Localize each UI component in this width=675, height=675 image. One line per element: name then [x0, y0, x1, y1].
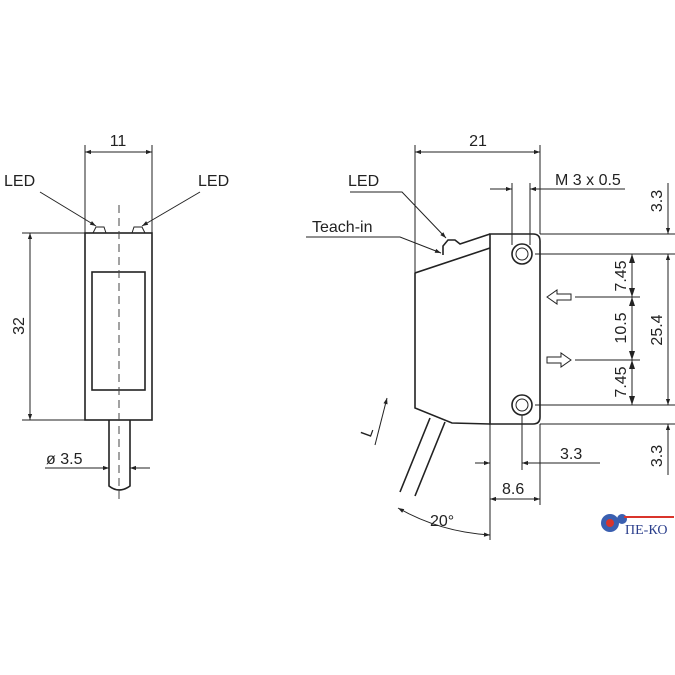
led-right-marker — [131, 226, 146, 234]
thread-dimension: M 3 x 0.5 — [555, 172, 621, 189]
emitter-arrow-icon — [546, 289, 572, 305]
cable-length-dimension: L — [358, 425, 377, 439]
upper-segment-dimension: 7.45 — [613, 260, 630, 291]
receiver-arrow-icon — [546, 352, 572, 368]
depth-dimension: 8.6 — [502, 481, 524, 498]
cable-side — [399, 417, 446, 497]
top-offset-dimension: 3.3 — [649, 190, 666, 212]
mount-hole-bottom — [511, 394, 533, 416]
front-view: 11 LED LED 32 ø 3.5 — [4, 133, 229, 500]
sensor-housing — [414, 247, 491, 425]
sensor-front-face — [489, 233, 541, 425]
height-dimension: 32 — [11, 317, 28, 335]
side-width-dimension: 21 — [469, 133, 487, 150]
led-left-label: LED — [4, 173, 35, 190]
led-right-label: LED — [198, 173, 229, 190]
led-left-marker — [92, 226, 107, 234]
hole-x-offset-dimension: 3.3 — [560, 446, 582, 463]
middle-segment-dimension: 10.5 — [613, 312, 630, 343]
teach-in-label: Teach-in — [312, 219, 372, 236]
side-view: 21 LED Teach-in M 3 x 0.5 3.3 25.4 3.3 7… — [306, 133, 675, 540]
hole-spacing-dimension: 25.4 — [649, 314, 666, 345]
mount-hole-top — [511, 243, 533, 265]
angle-arc — [397, 507, 491, 537]
width-dimension: 11 — [110, 133, 127, 150]
cable-angle-dimension: 20° — [430, 513, 454, 530]
teach-in-button — [442, 233, 491, 255]
lower-segment-dimension: 7.45 — [613, 366, 630, 397]
cable-diameter-dimension: ø 3.5 — [46, 451, 83, 468]
logo-text: ПЕ-КО — [625, 523, 667, 538]
cable-front — [108, 420, 131, 491]
side-led-label: LED — [348, 173, 379, 190]
company-logo: ПЕ-КО — [601, 514, 674, 538]
bottom-offset-dimension: 3.3 — [649, 445, 666, 467]
